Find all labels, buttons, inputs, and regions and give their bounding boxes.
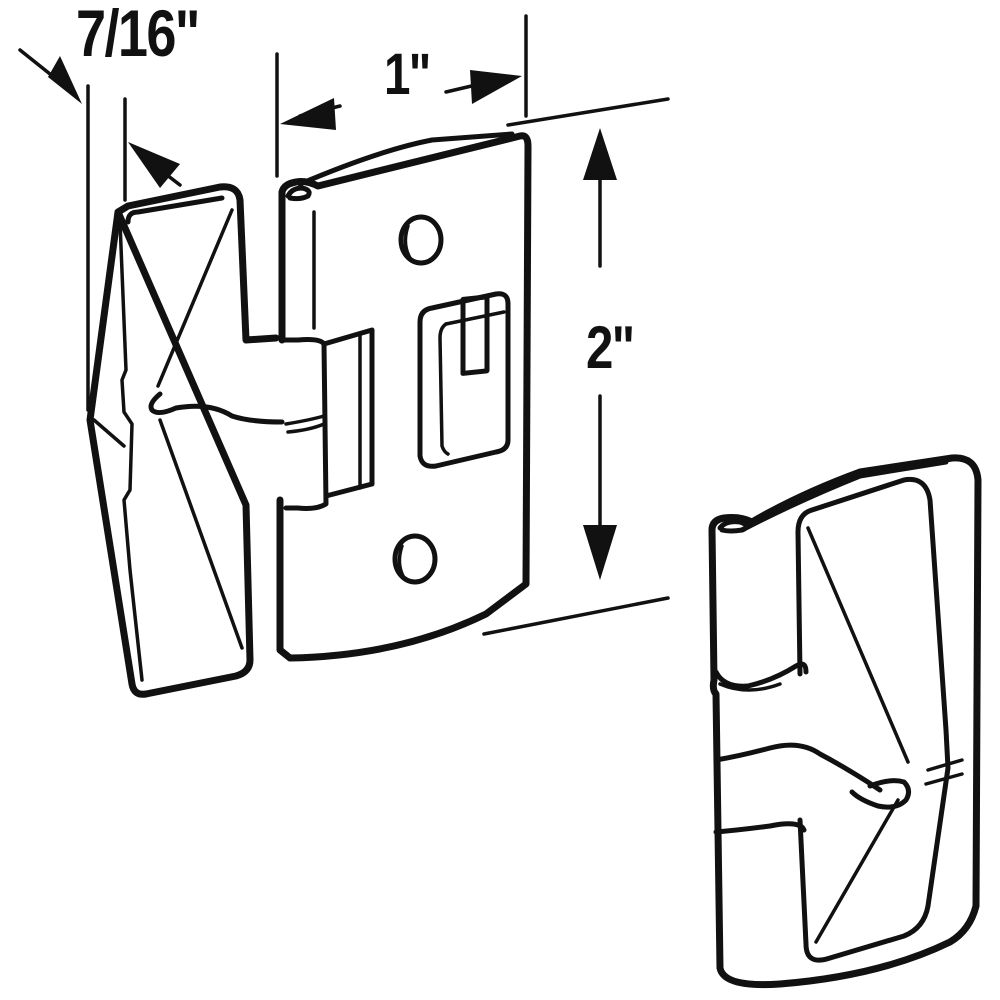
height-dimension — [482, 97, 670, 636]
mating-crease — [924, 772, 964, 786]
width-dimension-label: 1" — [384, 42, 431, 107]
latch-crease — [158, 418, 244, 650]
latch-crease — [92, 418, 126, 448]
knuckle-flange — [321, 327, 375, 499]
knuckle-ring — [284, 414, 326, 426]
mating-latch-tab — [849, 778, 912, 810]
mating-knuckle-band-bottom — [713, 821, 807, 835]
mating-crease — [926, 758, 964, 772]
latch-tab — [148, 391, 285, 425]
assembled-hinge-latch — [86, 131, 532, 698]
arrowhead-icon — [48, 56, 82, 104]
hinge-knuckle — [276, 132, 532, 662]
mating-leaf — [795, 476, 951, 963]
arrowhead-icon — [583, 128, 617, 180]
latch-leaf-fold — [118, 220, 144, 682]
screw-hole-bottom — [392, 533, 438, 585]
knuckle-ring — [286, 422, 326, 434]
extension-line — [506, 97, 670, 127]
extension-line — [482, 596, 670, 636]
latch-leaf — [86, 183, 280, 698]
mating-knuckle-band-top — [713, 661, 809, 689]
thickness-dimension-label: 7/16" — [76, 0, 200, 70]
mating-top-edge — [739, 459, 949, 533]
rectangular-slot — [417, 291, 511, 469]
arrowhead-icon — [280, 98, 336, 130]
mating-knuckle-band-top-inner — [718, 682, 782, 692]
latch-leaf-inner-edge — [125, 195, 225, 225]
thickness-dimension — [18, 48, 182, 412]
knuckle-top-edge — [297, 131, 515, 187]
mating-crease — [806, 526, 910, 764]
height-dimension-label: 2" — [586, 314, 635, 381]
mating-hinge-half — [708, 454, 982, 989]
mating-crease — [814, 798, 900, 944]
width-dimension — [275, 14, 528, 178]
latch-crease — [156, 208, 234, 388]
arrowhead-icon — [470, 70, 522, 104]
mating-outline — [708, 454, 982, 989]
screw-hole-top — [398, 214, 444, 266]
knuckle-top-curl — [285, 185, 312, 202]
mating-knuckle-band-mid — [713, 742, 883, 793]
arrowhead-icon — [583, 525, 617, 580]
arrowhead-icon — [128, 142, 180, 188]
